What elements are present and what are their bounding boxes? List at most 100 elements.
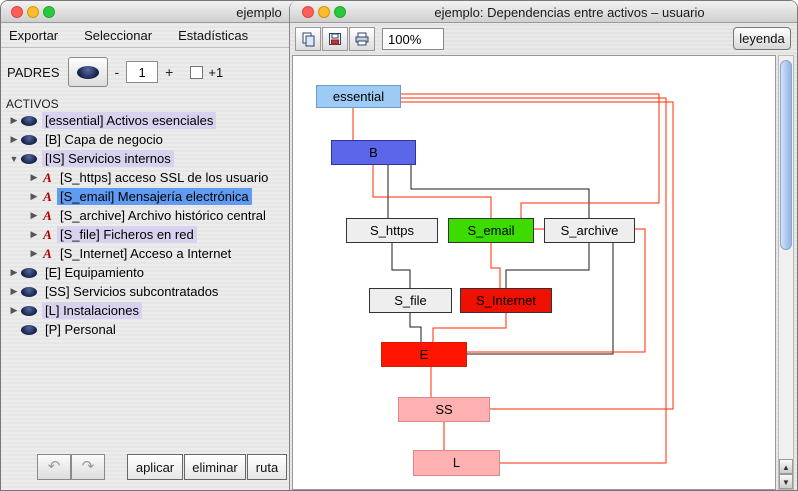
scroll-down-button[interactable]: ▼ — [779, 474, 793, 489]
tree-item-s_https[interactable]: ▶ A [S_https] acceso SSL de los usuario — [1, 168, 289, 187]
expand-arrow-icon[interactable]: ▶ — [30, 248, 38, 258]
asset-group-icon — [21, 153, 37, 164]
tree-item-label: [S_https] acceso SSL de los usuario — [60, 170, 269, 185]
plus-one-label: +1 — [208, 64, 224, 80]
asset-group-icon — [21, 115, 37, 126]
diagram-node-S_https[interactable]: S_https — [346, 218, 438, 243]
action-bar: ↶ ↷ aplicar eliminar ruta — [1, 454, 289, 482]
tree-item-l[interactable]: ▶ [L] Instalaciones — [1, 301, 289, 320]
asset-group-icon — [21, 324, 37, 335]
minimize-button[interactable] — [318, 6, 330, 18]
edge-essential-S_email — [401, 93, 660, 218]
asset-service-icon: A — [43, 169, 52, 185]
menu-item-exportar[interactable]: Exportar — [9, 27, 59, 43]
tree-item-e[interactable]: ▶[E] Equipamiento — [1, 263, 289, 282]
tree-item-label: [essential] Activos esenciales — [42, 112, 217, 129]
delete-button[interactable]: eliminar — [184, 454, 246, 480]
asset-service-icon: A — [43, 245, 52, 261]
expand-arrow-icon[interactable]: ▶ — [30, 172, 38, 182]
redo-button[interactable]: ↷ — [71, 454, 105, 480]
tree-item-label: [S_file] Ficheros en red — [57, 226, 197, 243]
collapse-arrow-icon[interactable]: ▼ — [9, 153, 19, 164]
diagram-node-S_file[interactable]: S_file — [369, 288, 452, 313]
expand-arrow-icon[interactable]: ▶ — [30, 191, 38, 201]
expand-arrow-icon[interactable]: ▶ — [10, 267, 18, 277]
route-button[interactable]: ruta — [247, 454, 287, 480]
activos-header: ACTIVOS — [6, 97, 59, 111]
asset-service-icon: A — [43, 226, 52, 242]
diagram-node-S_archive[interactable]: S_archive — [544, 218, 635, 243]
tree-item-label: [SS] Servicios subcontratados — [45, 284, 219, 299]
asset-service-icon: A — [43, 188, 52, 204]
increment-label[interactable]: + — [165, 64, 174, 80]
tree-item-p[interactable]: [P] Personal — [1, 320, 289, 339]
expand-arrow-icon[interactable]: ▶ — [10, 115, 18, 125]
expand-arrow-icon[interactable]: ▶ — [30, 210, 38, 220]
tree-item-s_email[interactable]: ▶A[S_email] Mensajería electrónica — [1, 187, 289, 206]
tree-item-s_archive[interactable]: ▶A[S_archive] Archivo histórico central — [1, 206, 289, 225]
legend-button[interactable]: leyenda — [733, 27, 791, 50]
menu-item-estadisticas[interactable]: Estadísticas — [178, 27, 249, 43]
asset-group-icon — [21, 305, 37, 316]
zoom-button[interactable] — [334, 6, 346, 18]
edge-S_archive-S_Internet — [505, 243, 590, 288]
plus-one-checkbox[interactable] — [190, 65, 204, 79]
diagram-node-essential[interactable]: essential — [316, 85, 401, 108]
expand-arrow-icon[interactable]: ▶ — [10, 286, 18, 296]
edge-S_https-S_file — [391, 243, 411, 288]
tree-item-label: [L] Instalaciones — [42, 302, 142, 319]
print-button[interactable] — [349, 27, 375, 51]
diagram-node-S_email[interactable]: S_email — [448, 218, 534, 243]
copy-icon — [302, 32, 315, 47]
edge-B-S_archive — [410, 165, 590, 218]
tree-item-label: [P] Personal — [45, 322, 116, 337]
tree-item-label: [S_Internet] Acceso a Internet — [60, 246, 232, 261]
copy-button[interactable] — [295, 27, 321, 51]
expand-arrow-icon[interactable]: ▶ — [10, 305, 18, 315]
decrement-label[interactable]: - — [114, 64, 120, 80]
save-image-button[interactable] — [322, 27, 348, 51]
edge-essential-SS — [401, 101, 674, 410]
diagram-node-SS[interactable]: SS — [398, 397, 490, 422]
tree-item-label: [IS] Servicios internos — [42, 150, 174, 167]
diagram-node-L[interactable]: L — [413, 450, 500, 476]
asset-type-button[interactable] — [67, 57, 108, 87]
padres-panel: PADRES - + +1 — [1, 53, 289, 91]
zoom-input[interactable] — [382, 28, 444, 50]
tree-item-b[interactable]: ▶[B] Capa de negocio — [1, 130, 289, 149]
edge-S_Internet-E — [432, 313, 507, 342]
expand-arrow-icon[interactable]: ▶ — [10, 134, 18, 144]
close-button[interactable] — [11, 6, 23, 18]
scroll-up-button[interactable]: ▲ — [779, 459, 793, 474]
close-button[interactable] — [302, 6, 314, 18]
front-toolbar: leyenda — [290, 23, 797, 55]
tree-item-ss[interactable]: ▶ [SS] Servicios subcontratados — [1, 282, 289, 301]
diagram-node-S_Internet[interactable]: S_Internet — [460, 288, 552, 313]
tree-item-essential[interactable]: ▶ [essential] Activos esenciales — [1, 111, 289, 130]
undo-button[interactable]: ↶ — [37, 454, 71, 480]
vertical-scrollbar[interactable]: ▲ ▼ — [778, 55, 794, 490]
depth-input[interactable] — [126, 61, 159, 83]
menu-bar: Exportar Seleccionar Estadísticas — [1, 23, 289, 48]
diagram-node-B[interactable]: B — [331, 140, 416, 165]
tree-item-is[interactable]: ▼ [IS] Servicios internos — [1, 149, 289, 168]
padres-label: PADRES — [7, 64, 60, 80]
back-window-body: Exportar Seleccionar Estadísticas PADRES -… — [1, 23, 289, 490]
apply-button[interactable]: aplicar — [127, 454, 183, 480]
tree-item-s_file[interactable]: ▶ A [S_file] Ficheros en red — [1, 225, 289, 244]
tree-item-s_internet[interactable]: ▶ A [S_Internet] Acceso a Internet — [1, 244, 289, 263]
expand-arrow-icon[interactable]: ▶ — [30, 229, 38, 239]
front-titlebar[interactable]: ejemplo: Dependencias entre activos – us… — [290, 1, 797, 23]
back-window-title: ejemplo — [236, 5, 282, 20]
asset-layer-icon — [76, 65, 99, 79]
activos-tree: ▶ [essential] Activos esenciales▶[B] Capa… — [1, 111, 289, 339]
diagram-node-E[interactable]: E — [381, 342, 467, 367]
scrollbar-thumb[interactable] — [780, 60, 792, 250]
edge-S_archive-E — [467, 243, 614, 355]
edge-B-S_email — [372, 165, 492, 218]
minimize-button[interactable] — [27, 6, 39, 18]
menu-item-seleccionar[interactable]: Seleccionar — [84, 27, 153, 43]
zoom-button[interactable] — [43, 6, 55, 18]
